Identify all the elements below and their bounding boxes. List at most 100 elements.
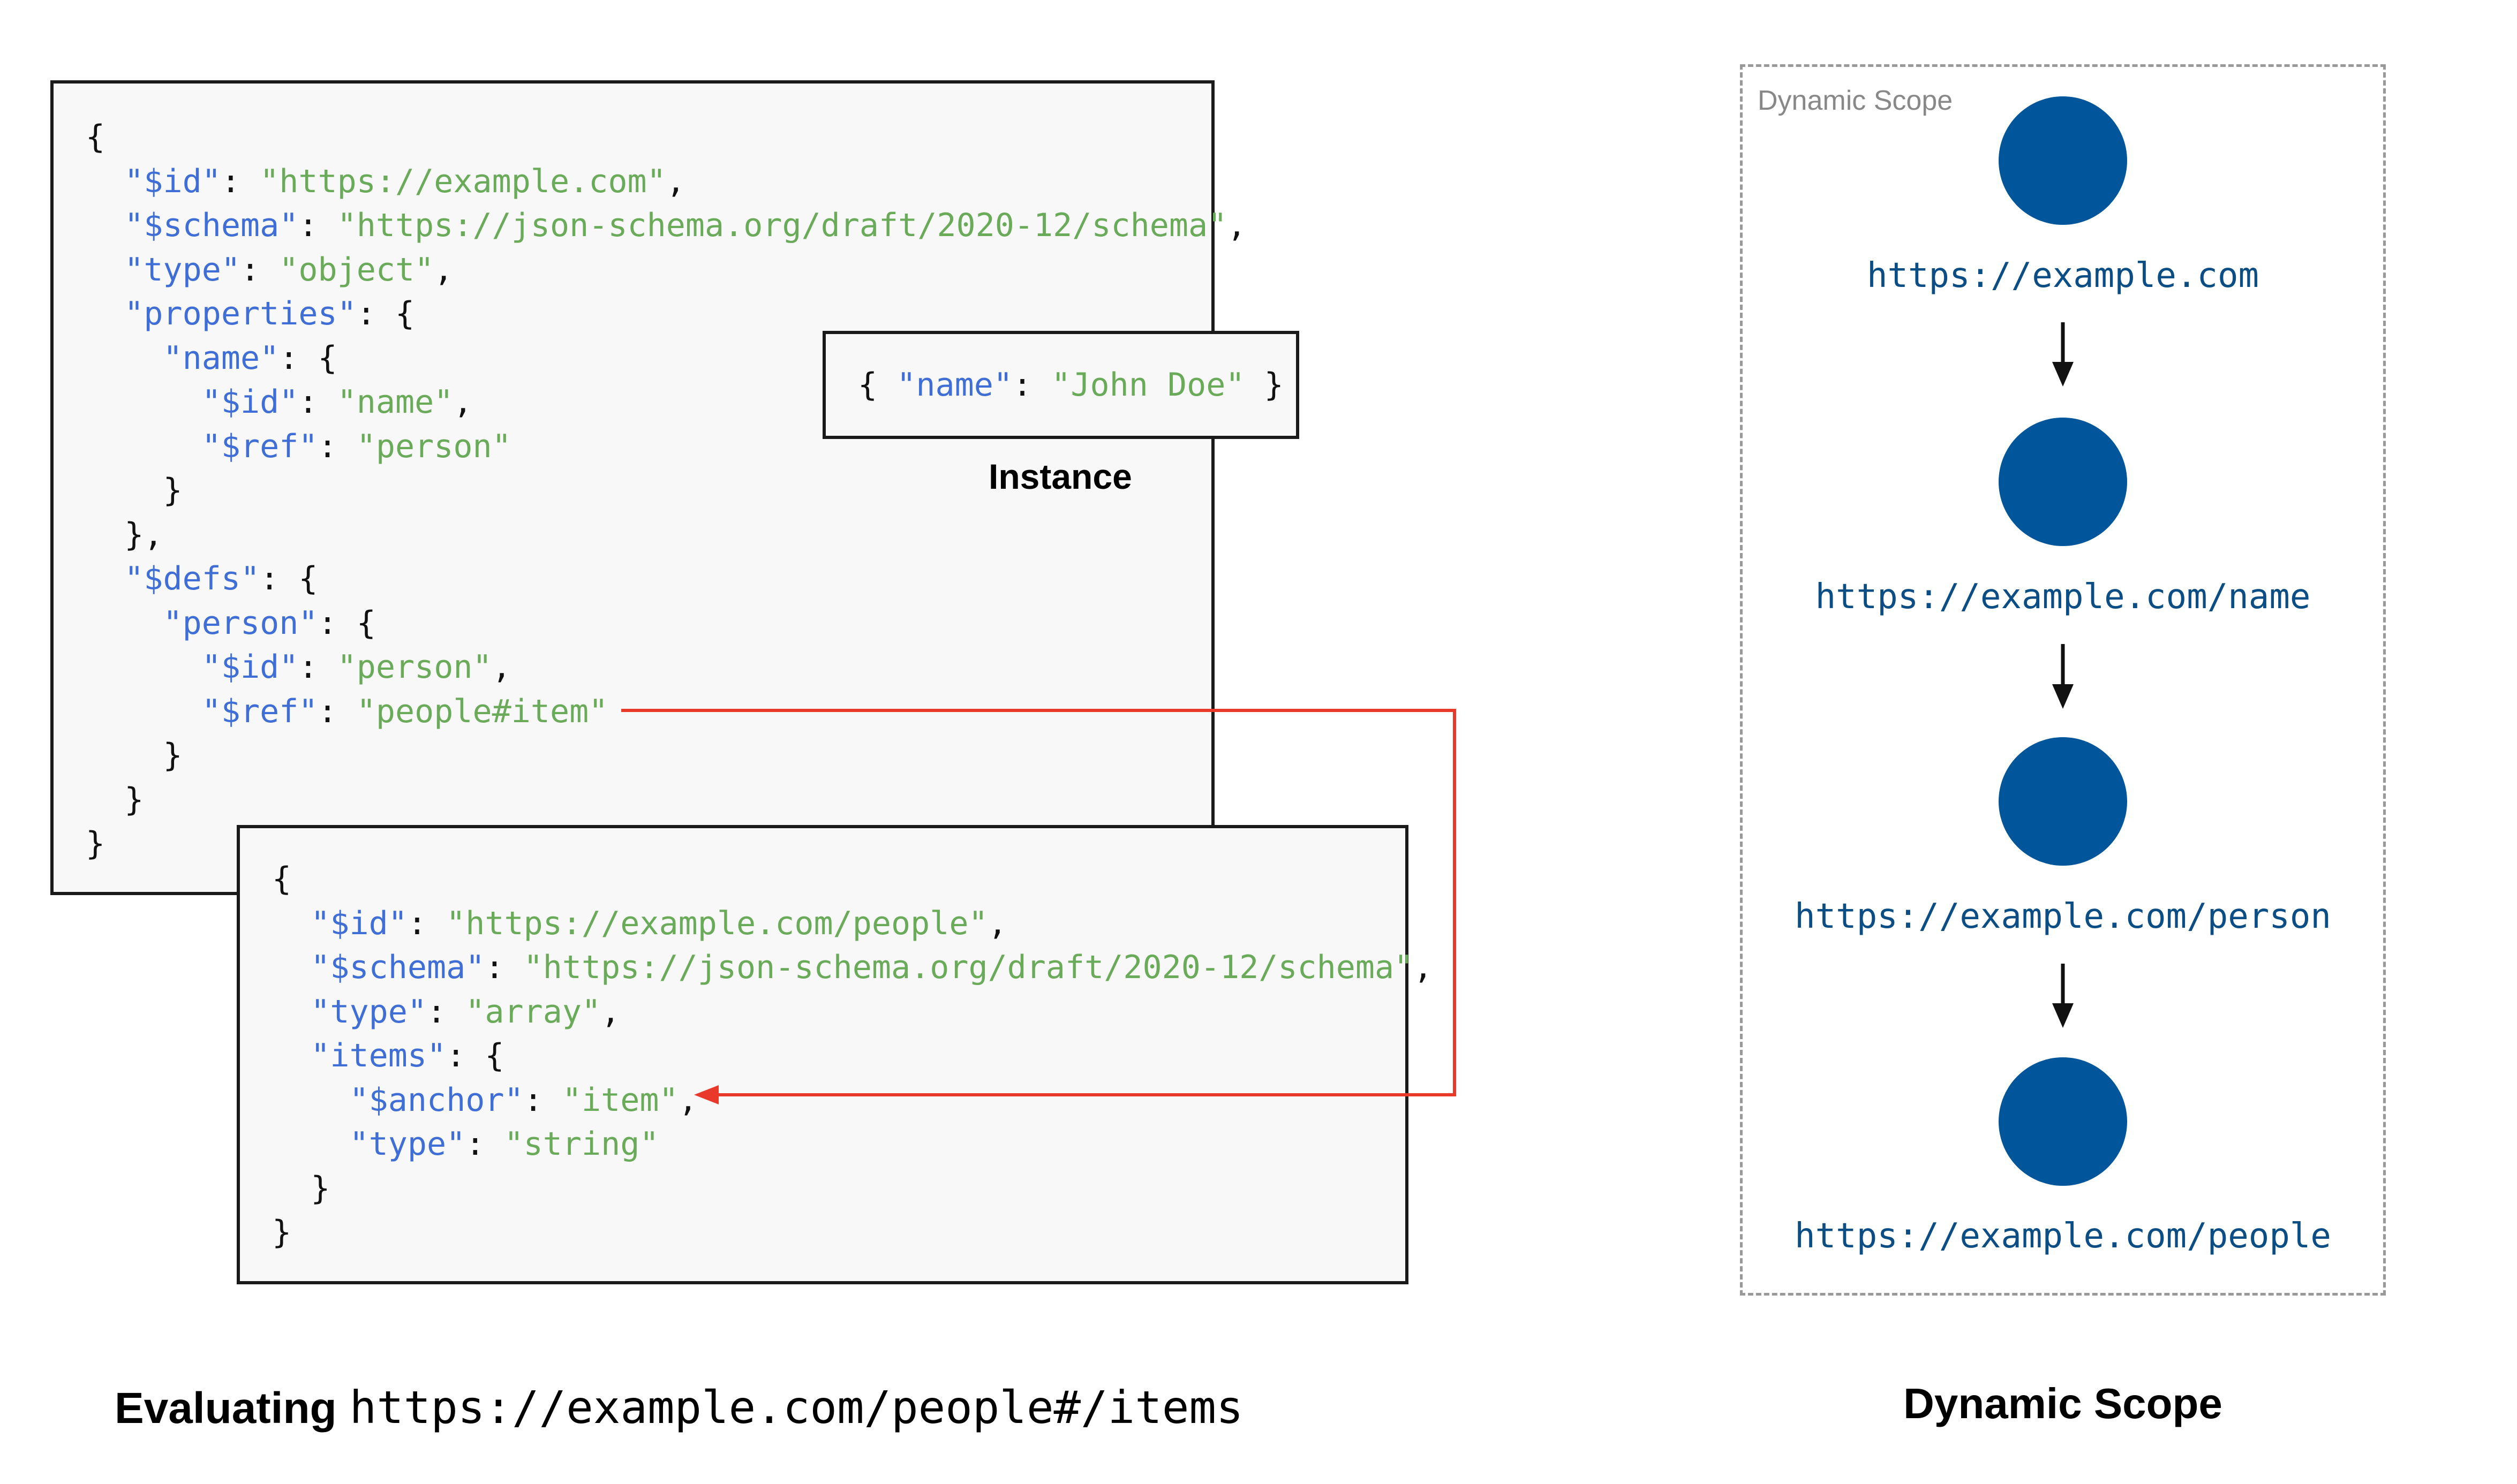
json-punct: : [298,648,337,686]
json-key: "$id" [201,383,299,421]
code-line: "type": "array", [272,990,1433,1034]
json-string: "https://example.com" [260,162,666,200]
json-key: "items" [311,1037,447,1074]
scope-arrow-2-head [2052,684,2074,709]
code-line: "items": { [272,1034,1433,1078]
json-punct: : [240,251,280,289]
code-line: { "name": "John Doe" } [858,363,1284,407]
json-key: "$anchor" [349,1081,524,1119]
scope-node-4 [1999,1057,2127,1186]
json-key: "$id" [311,904,408,942]
json-punct: , [666,162,685,200]
json-string: "person" [337,648,492,686]
scope-node-3 [1999,737,2127,866]
ref-arrow-head [694,1085,719,1104]
scope-arrow-3-head [2052,1003,2074,1028]
json-punct: } [272,1169,330,1207]
scope-node-1 [1999,96,2127,225]
people-schema-box: { "$id": "https://example.com/people", "… [237,825,1433,1284]
code-line: "$id": "https://example.com/people", [272,902,1433,946]
code-line: "$schema": "https://json-schema.org/draf… [86,203,1246,248]
code-line: "person": { [86,601,1246,646]
json-punct: : { [279,339,337,377]
json-punct: : [318,427,357,465]
json-string: "people#item" [356,692,608,730]
dynamic-scope-caption: Dynamic Scope [1758,85,1953,116]
code-line: } [272,1210,1433,1255]
json-punct: : { [446,1037,504,1074]
json-key: "$schema" [124,207,299,244]
json-punct: : [523,1081,562,1119]
scope-node-1-url: https://example.com [1866,256,2259,296]
code-line: "$anchor": "item", [272,1078,1433,1123]
code-line: } [86,822,1246,866]
json-key: "$id" [201,648,299,686]
json-punct: : [407,904,447,942]
code-line: "type": "object", [86,248,1246,292]
instance-label: Instance [989,457,1132,496]
dynamic-scope-title: Dynamic Scope [1903,1380,2222,1427]
code-line: }, [86,513,1246,557]
code-line: } [86,733,1246,778]
instance-box: { "name": "John Doe" } [823,331,1299,439]
json-key: "person" [163,604,318,642]
json-punct: } [1245,366,1284,404]
json-string: "https://json-schema.org/draft/2020-12/s… [337,207,1227,244]
json-punct: , [601,993,621,1031]
code-line: { [86,115,1246,160]
scope-node-2-url: https://example.com/name [1815,577,2311,617]
json-key: "type" [311,993,427,1031]
json-punct: : [465,1125,504,1163]
code-line: "$defs": { [86,557,1246,601]
json-punct: : { [260,560,318,597]
evaluating-label: Evaluating https://example.com/people#/i… [115,1381,1244,1445]
json-punct: : [1013,366,1052,404]
code-line: } [86,468,1246,513]
code-line: } [86,778,1246,822]
json-punct: { [858,366,897,404]
json-punct: } [86,737,183,774]
json-punct: , [678,1081,698,1119]
json-punct: : { [318,604,376,642]
json-key: "properties" [124,295,357,332]
scope-arrow-1-head [2052,362,2074,387]
json-punct: , [1413,949,1433,986]
json-punct: } [272,1214,292,1251]
json-punct: , [434,251,454,289]
instance-code: { "name": "John Doe" } [858,363,1284,407]
json-punct: , [453,383,473,421]
code-line: "$id": "person", [86,645,1246,690]
code-line: "$id": "https://example.com", [86,160,1246,204]
code-line: "name": { [86,336,1246,381]
code-line: "properties": { [86,292,1246,336]
json-string: "item" [562,1081,679,1119]
json-key: "$schema" [311,949,485,986]
scope-node-4-url: https://example.com/people [1795,1216,2331,1256]
scope-node-3-url: https://example.com/person [1795,897,2331,936]
json-punct: : [221,162,260,200]
json-punct: : [427,993,466,1031]
code-line: "$id": "name", [86,380,1246,425]
code-line: "$ref": "people#item" [86,690,1246,734]
json-key: "$ref" [201,427,318,465]
json-punct: , [1227,207,1247,244]
main-schema-code: { "$id": "https://example.com", "$schema… [86,115,1246,866]
json-string: "object" [279,251,434,289]
dynamic-scope-frame [1740,64,2386,1296]
json-punct: : [318,692,357,730]
json-punct: }, [86,516,163,554]
json-key: "$id" [124,162,221,200]
json-punct: , [988,904,1007,942]
json-punct: { [272,860,292,898]
ref-arrow-line [621,709,1456,1096]
json-punct: : { [356,295,415,332]
json-string: "https://json-schema.org/draft/2020-12/s… [523,949,1414,986]
code-line: "$schema": "https://json-schema.org/draf… [272,945,1433,990]
json-key: "name" [163,339,280,377]
evaluating-word: Evaluating [115,1384,337,1433]
json-string: "https://example.com/people" [446,904,988,942]
json-string: "person" [356,427,511,465]
json-key: "type" [349,1125,466,1163]
